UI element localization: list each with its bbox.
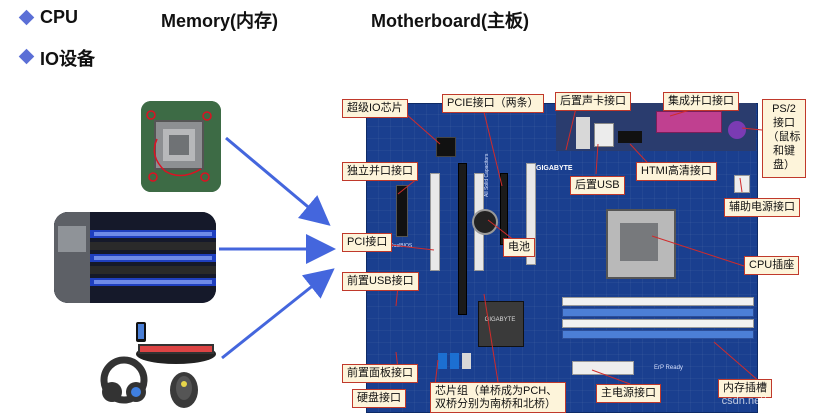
main-power-shape [572,361,634,375]
usb-ports-shape [594,123,614,147]
parallel-header-shape [396,185,408,237]
arrow-cpu [225,136,331,226]
label-parallel-integrated: 集成并口接口 [663,92,739,111]
bullet-icon [18,48,35,65]
battery-shape [472,209,498,235]
label-hdd: 硬盘接口 [352,389,406,408]
chipset-brand: GIGABYTE [484,317,516,323]
watermark-text: csdn.net/qq_...Hua [721,395,814,407]
heading-io: IO设备 [40,49,96,69]
label-chipset: 芯片组（单桥成为PCH、双桥分别为南桥和北桥） [430,382,566,413]
motherboard-image: GIGABYTE GIGABYTE All Solid Capacitors D… [366,103,758,413]
audio-jacks-shape [576,117,590,149]
cpu-socket-image [141,101,221,192]
heading-motherboard: Motherboard(主板) [371,11,529,31]
heading-memory: Memory(内存) [161,11,279,31]
label-front-panel: 前置面板接口 [342,364,418,383]
heading-cpu: CPU [40,7,79,27]
pci-slot-shape [430,173,440,271]
pcie-slot-shape [458,163,467,315]
pcie-slot-shape [526,163,536,265]
super-io-chip-shape [436,137,456,157]
sata-port-shape [450,353,459,369]
memory-slot-shape [562,330,754,339]
label-ps2: PS/2接口（鼠标和键盘） [762,99,806,178]
label-pci: PCI接口 [342,233,393,252]
ps2-port-shape [728,121,746,139]
arrow-io [221,268,335,360]
board-series: All Solid Capacitors [484,153,490,197]
cpu-socket-inner [620,223,658,261]
memory-slot-shape [562,319,754,328]
parallel-port-shape [656,111,722,133]
hdmi-port-shape [618,131,642,143]
label-cpu-socket: CPU插座 [744,256,800,275]
label-hdmi: HTMI高清接口 [636,162,717,181]
pcie-slot-shape [500,173,508,245]
label-super-io: 超级IO芯片 [342,99,408,118]
sata-port-shape [438,353,447,369]
label-standalone-parallel: 独立并口接口 [342,162,418,181]
board-brand: GIGABYTE [536,165,573,172]
label-main-power: 主电源接口 [596,384,661,403]
label-pcie: PCIE接口（两条） [442,94,544,113]
board-dual-bios: DualBIOS [390,243,413,249]
sata-port-shape [462,353,471,369]
board-erp: ErP Ready [654,365,683,371]
label-memory-slot: 内存插槽 [718,379,772,398]
io-devices-image [98,318,218,413]
memory-slot-shape [562,297,754,306]
chipset-heatsink-shape [478,301,524,347]
label-battery: 电池 [503,238,535,257]
label-front-usb: 前置USB接口 [342,272,419,291]
bullet-icon [18,9,35,26]
label-rear-usb: 后置USB [570,176,625,195]
aux-power-shape [734,175,750,193]
memory-image [54,212,216,303]
label-rear-audio: 后置声卡接口 [555,92,631,111]
memory-slot-shape [562,308,754,317]
label-aux-power: 辅助电源接口 [724,198,800,217]
